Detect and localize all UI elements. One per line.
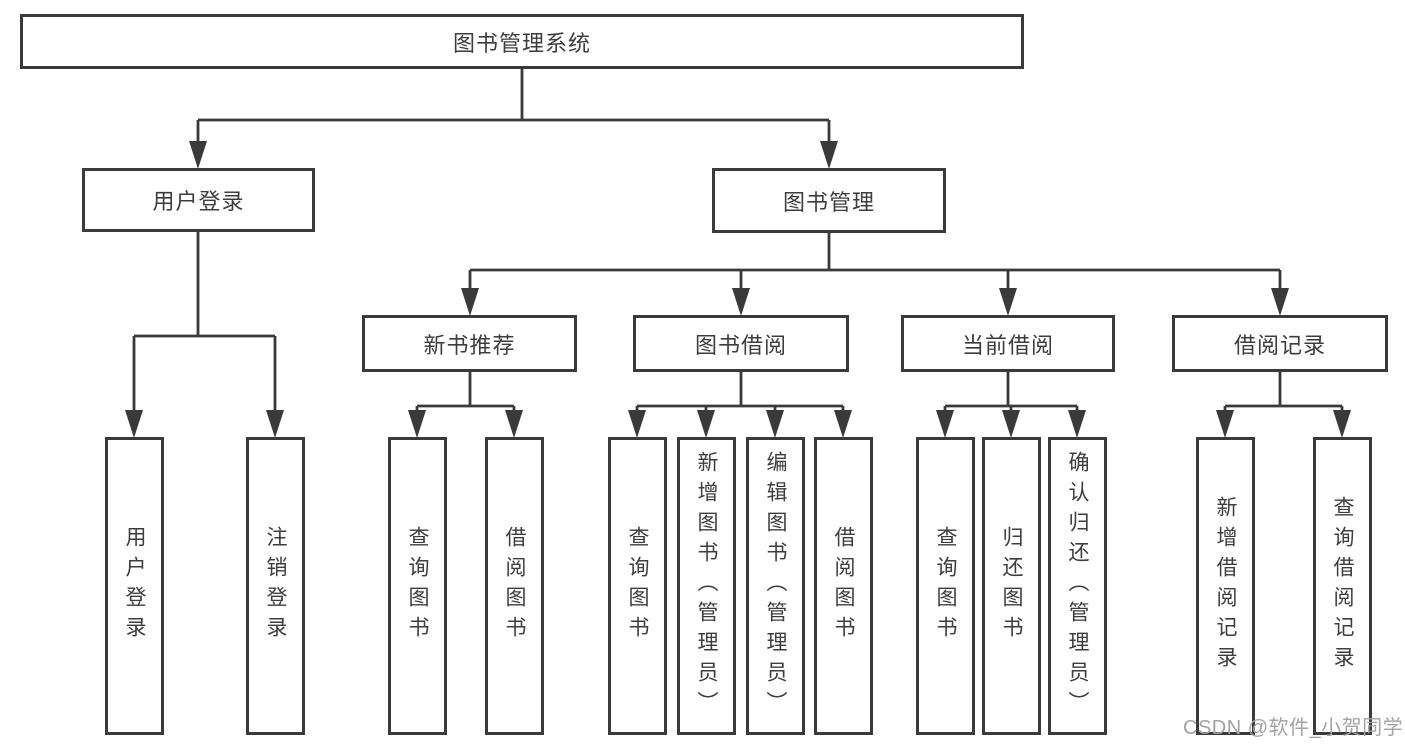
leaf-user-login-label: 用户登录 — [123, 526, 146, 646]
leaf-query-books-2-label: 查询图书 — [626, 526, 649, 646]
leaf-query-books-2: 查询图书 — [608, 437, 667, 735]
leaf-add-books-admin-label: 新增图书（管理员） — [695, 451, 718, 721]
leaf-logout: 注销登录 — [246, 437, 305, 735]
node-current-borrow-label: 当前借阅 — [961, 332, 1054, 358]
node-user-login-branch-label: 用户登录 — [152, 189, 245, 214]
node-current-borrow: 当前借阅 — [901, 315, 1115, 372]
node-borrow-records: 借阅记录 — [1172, 315, 1388, 372]
node-book-management-label: 图书管理 — [782, 189, 875, 215]
node-new-book-recommend: 新书推荐 — [362, 315, 577, 372]
node-root-label: 图书管理系统 — [452, 30, 591, 56]
node-borrow-records-label: 借阅记录 — [1233, 332, 1326, 358]
node-new-book-recommend-label: 新书推荐 — [423, 332, 516, 358]
leaf-query-borrow-record-label: 查询借阅记录 — [1331, 496, 1354, 676]
node-root-system: 图书管理系统 — [20, 14, 1024, 69]
leaf-query-borrow-record: 查询借阅记录 — [1313, 437, 1372, 735]
node-user-login-branch: 用户登录 — [82, 168, 315, 232]
leaf-edit-books-admin-label: 编辑图书（管理员） — [764, 451, 787, 721]
node-book-management: 图书管理 — [712, 168, 946, 233]
leaf-query-books-1-label: 查询图书 — [406, 526, 429, 646]
leaf-confirm-return-admin: 确认归还（管理员） — [1048, 437, 1107, 735]
leaf-query-books-3: 查询图书 — [916, 437, 975, 735]
node-book-borrow-label: 图书借阅 — [694, 332, 787, 358]
leaf-borrow-books-2-label: 借阅图书 — [832, 526, 855, 646]
leaf-return-books: 归还图书 — [982, 437, 1041, 735]
leaf-add-books-admin: 新增图书（管理员） — [677, 437, 736, 735]
leaf-edit-books-admin: 编辑图书（管理员） — [746, 437, 805, 735]
leaf-logout-label: 注销登录 — [264, 526, 287, 646]
leaf-borrow-books-1-label: 借阅图书 — [503, 526, 526, 646]
leaf-return-books-label: 归还图书 — [1000, 526, 1023, 646]
leaf-query-books-1: 查询图书 — [388, 437, 447, 735]
leaf-add-borrow-record: 新增借阅记录 — [1196, 437, 1255, 735]
leaf-query-books-3-label: 查询图书 — [934, 526, 957, 646]
leaf-user-login: 用户登录 — [105, 437, 164, 735]
leaf-borrow-books-2: 借阅图书 — [814, 437, 873, 735]
node-book-borrow: 图书借阅 — [633, 315, 849, 372]
leaf-confirm-return-admin-label: 确认归还（管理员） — [1066, 451, 1089, 721]
leaf-borrow-books-1: 借阅图书 — [485, 437, 544, 735]
leaf-add-borrow-record-label: 新增借阅记录 — [1214, 496, 1237, 676]
csdn-watermark: CSDN @软件_小贺同学 — [1183, 717, 1404, 739]
